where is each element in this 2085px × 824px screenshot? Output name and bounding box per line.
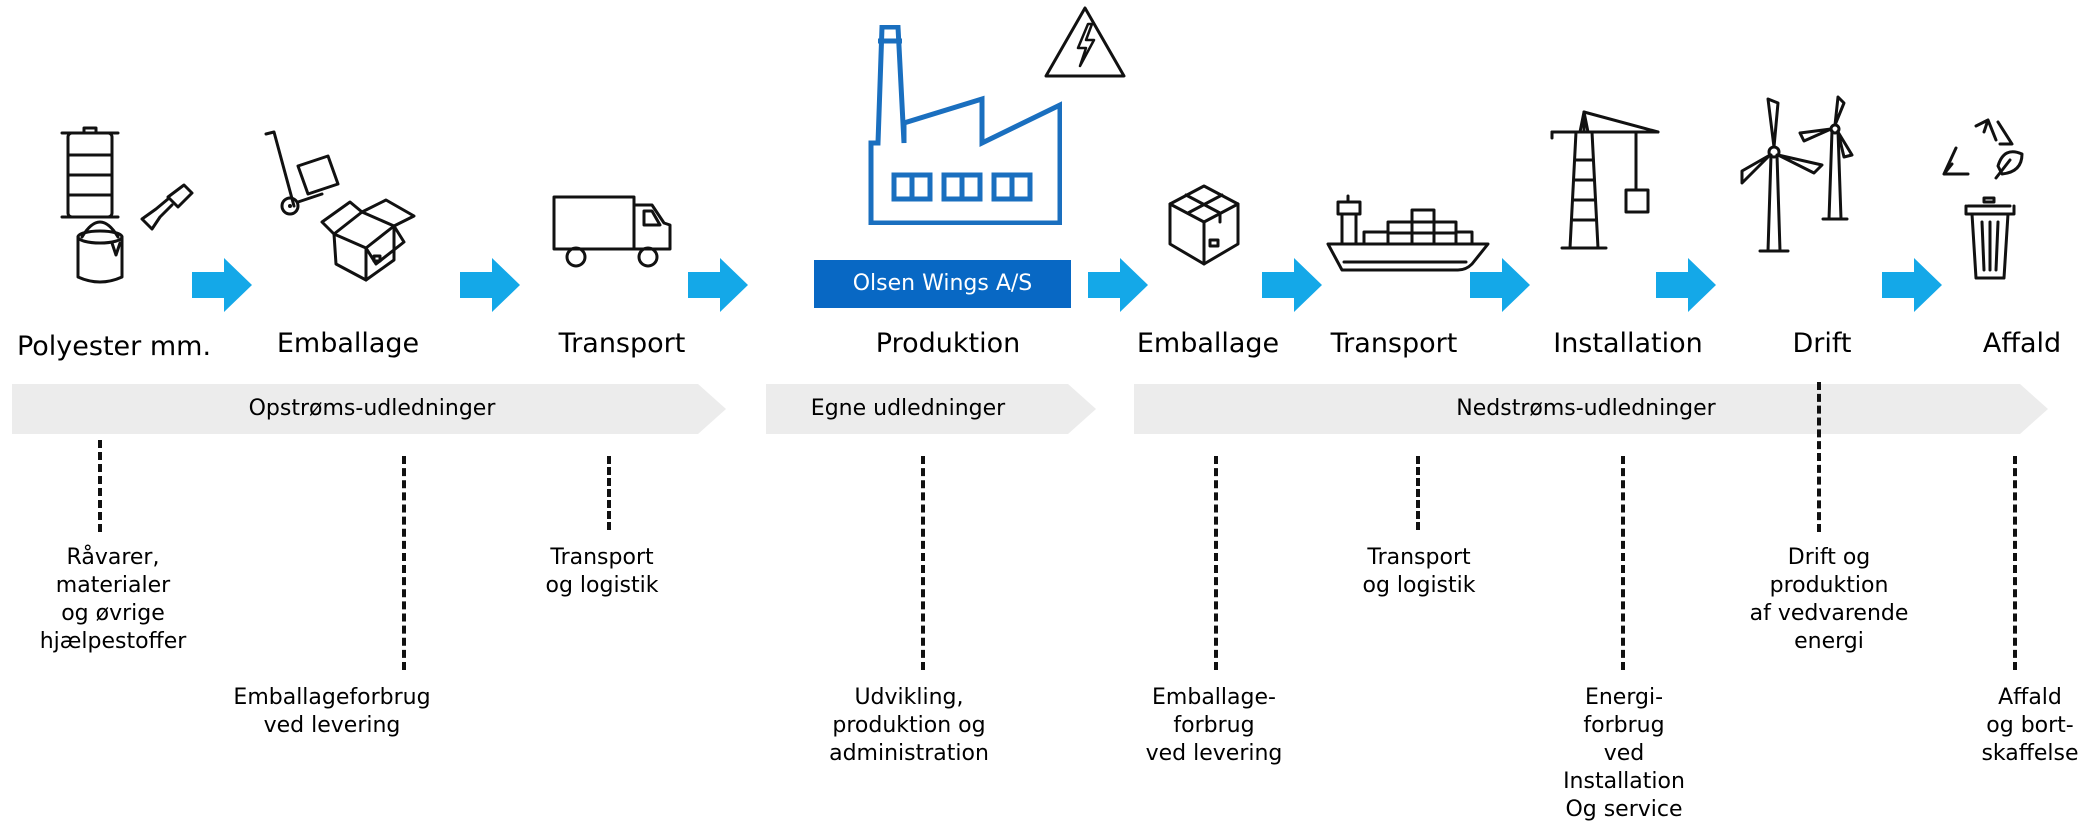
stage-label: Installation: [1553, 328, 1703, 359]
stage-label: Drift: [1792, 328, 1852, 359]
electrical-hazard-icon: [1044, 6, 1126, 78]
dashed-connector: [921, 456, 925, 670]
stage-label: Affald: [1982, 328, 2062, 359]
dashed-connector: [98, 440, 102, 532]
factory-icon: [864, 24, 1063, 229]
company-name-box: Olsen Wings A/S: [814, 260, 1071, 308]
flow-arrow: [192, 258, 252, 312]
flow-arrow: [1262, 258, 1322, 312]
stage-label: Transport: [558, 328, 686, 359]
flow-arrow: [1656, 258, 1716, 312]
upstream-band-label: Opstrøms-udledninger: [248, 396, 496, 421]
flow-arrow: [688, 258, 748, 312]
flow-arrow: [1882, 258, 1942, 312]
truck-icon: [552, 195, 682, 270]
stage-label: Produktion: [875, 328, 1021, 359]
dashed-connector: [1416, 456, 1420, 530]
dashed-connector: [1817, 382, 1821, 532]
hand-truck-boxes-icon: [262, 130, 422, 282]
flow-arrow: [460, 258, 520, 312]
stage-label: Emballage: [1136, 328, 1280, 359]
own-emissions-band-label: Egne udledninger: [810, 396, 1006, 421]
cargo-ship-icon: [1326, 192, 1490, 274]
dashed-connector: [2013, 456, 2017, 670]
dashed-connector: [607, 456, 611, 530]
barrel-and-paint-icon: [60, 125, 194, 290]
dashed-connector: [402, 456, 406, 670]
flow-arrow: [1470, 258, 1530, 312]
recycle-bin-icon: [1938, 118, 2044, 280]
stage-label: Transport: [1330, 328, 1458, 359]
flow-arrow: [1088, 258, 1148, 312]
stage-label: Polyester mm.: [16, 331, 212, 362]
upstream-band: Opstrøms-udledninger: [12, 384, 726, 434]
wind-turbine-icon: [1740, 95, 1858, 255]
dashed-connector: [1214, 456, 1218, 670]
downstream-band-label: Nedstrøms-udledninger: [1456, 396, 1716, 421]
dashed-connector: [1621, 456, 1625, 670]
downstream-band: Nedstrøms-udledninger: [1134, 384, 2048, 434]
stage-label: Emballage: [276, 328, 420, 359]
own-emissions-band: Egne udledninger: [766, 384, 1096, 434]
crane-icon: [1550, 110, 1660, 250]
box-icon: [1166, 182, 1242, 266]
